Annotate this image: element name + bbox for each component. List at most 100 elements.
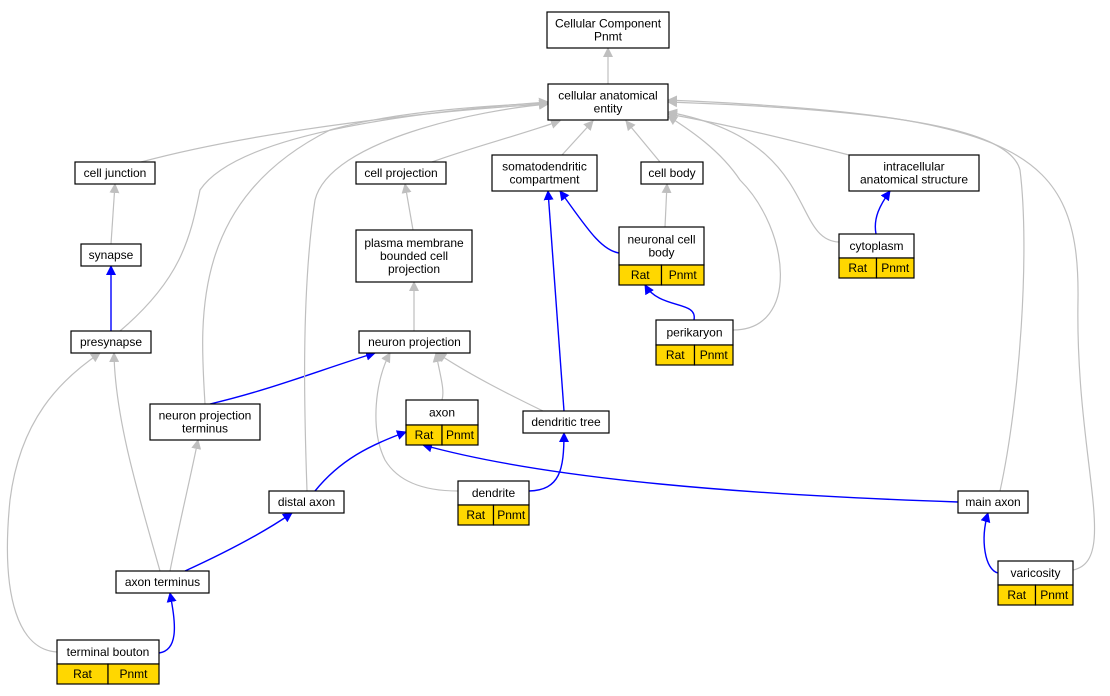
edge-cell-projection-to-cae [431,119,561,163]
node-label: cell junction [84,166,147,180]
edge-varicosity-to-main-axon [980,512,999,574]
edge-perikaryon-to-neuronal-cell-body [644,284,695,321]
edge-cell-junction-to-cae [140,99,549,163]
node-label: main axon [965,495,1020,509]
annotation-gene-cell [441,424,479,446]
node-label: dendrite [472,486,516,500]
node-label: bounded cell [380,249,448,263]
edge-terminal-bouton-to-axon-terminus [158,592,177,654]
node-box [546,11,670,49]
node-box [640,161,704,185]
node-main-axon[interactable]: main axon [957,490,1029,514]
node-box [355,229,473,283]
node-label: entity [594,102,623,116]
node-box [70,330,152,354]
node-distal-axon[interactable]: distal axon [268,490,345,514]
node-box [56,639,160,665]
node-label: cytoplasm [849,239,903,253]
annotation-gene-cell [492,504,530,526]
node-box [149,403,261,441]
annotation-gene-cell [660,264,705,286]
node-label: cell body [648,166,695,180]
node-axon-terminus[interactable]: axon terminus [115,570,210,594]
node-synapse[interactable]: synapse [80,243,142,267]
annotation-gene: Pnmt [669,268,698,282]
node-box [115,570,210,594]
annotation-species: Rat [466,508,485,522]
annotation-gene: Pnmt [700,348,729,362]
edge-perikaryon-to-cae [667,115,781,331]
node-label: somatodendritic [502,160,587,174]
edge-varicosity-to-cae [667,95,1096,571]
edge-axon-terminus-to-distal-axon [184,512,293,572]
node-label: varicosity [1010,566,1060,580]
edge-npt-to-cae [202,98,549,405]
annotation-gene-cell [693,344,734,366]
node-label: dendritic tree [531,415,601,429]
node-label: cell projection [364,166,437,180]
edge-distal-axon-to-cae [303,99,549,492]
node-box [547,83,669,121]
node-dendritic-tree[interactable]: dendritic tree [522,410,610,434]
edge-somatodendritic-to-cae [561,120,594,156]
annotation-gene-cell [107,663,160,685]
annotation-gene-cell [1034,584,1074,606]
annotation-species: Rat [1007,588,1026,602]
node-box [405,399,479,426]
node-label: intracellular [883,160,944,174]
annotation-gene: Pnmt [497,508,526,522]
edge-terminal-bouton-to-presynapse [6,352,101,653]
annotation-species: Rat [73,667,92,681]
node-label: terminal bouton [67,645,150,659]
node-label: axon terminus [125,575,200,589]
node-label: presynapse [80,335,142,349]
node-box [838,233,915,259]
node-box [491,154,598,192]
edge-pm-projection-to-cell-projection [401,183,414,231]
node-box [618,226,705,266]
edge-intracellular-to-cae [667,110,850,156]
edge-cytoplasm-to-intracellular [874,190,891,235]
node-label: synapse [89,248,134,262]
node-neuron-projection[interactable]: neuron projection [358,330,471,354]
node-label: terminus [182,422,228,436]
annotation-species: Rat [666,348,685,362]
node-box [358,330,471,354]
annotation-gene: Pnmt [881,261,910,275]
edge-axon-terminus-to-npt [169,439,202,572]
node-cell-junction[interactable]: cell junction [74,161,156,185]
node-box [522,410,610,434]
annotation-gene-cell [875,257,915,279]
node-cell-body[interactable]: cell body [640,161,704,185]
edge-presynapse-to-cae [119,97,549,332]
node-label: Pnmt [594,30,623,44]
node-box [457,480,530,506]
node-label: neuronal cell [627,233,695,247]
node-presynapse[interactable]: presynapse [70,330,152,354]
edge-cell-body-to-cae [625,120,661,163]
node-label: compartment [509,173,580,187]
node-cell-projection[interactable]: cell projection [355,161,447,185]
annotation-gene: Pnmt [1040,588,1069,602]
edge-dendrite-to-neuron-projection [375,352,459,492]
edge-neuronal-cell-body-to-somatodendritic [559,190,620,254]
node-box [74,161,156,185]
edge-npt-to-neuron-projection [209,350,376,405]
edge-neuronal-cell-body-to-cell-body [661,183,672,228]
annotation-species: Rat [631,268,650,282]
